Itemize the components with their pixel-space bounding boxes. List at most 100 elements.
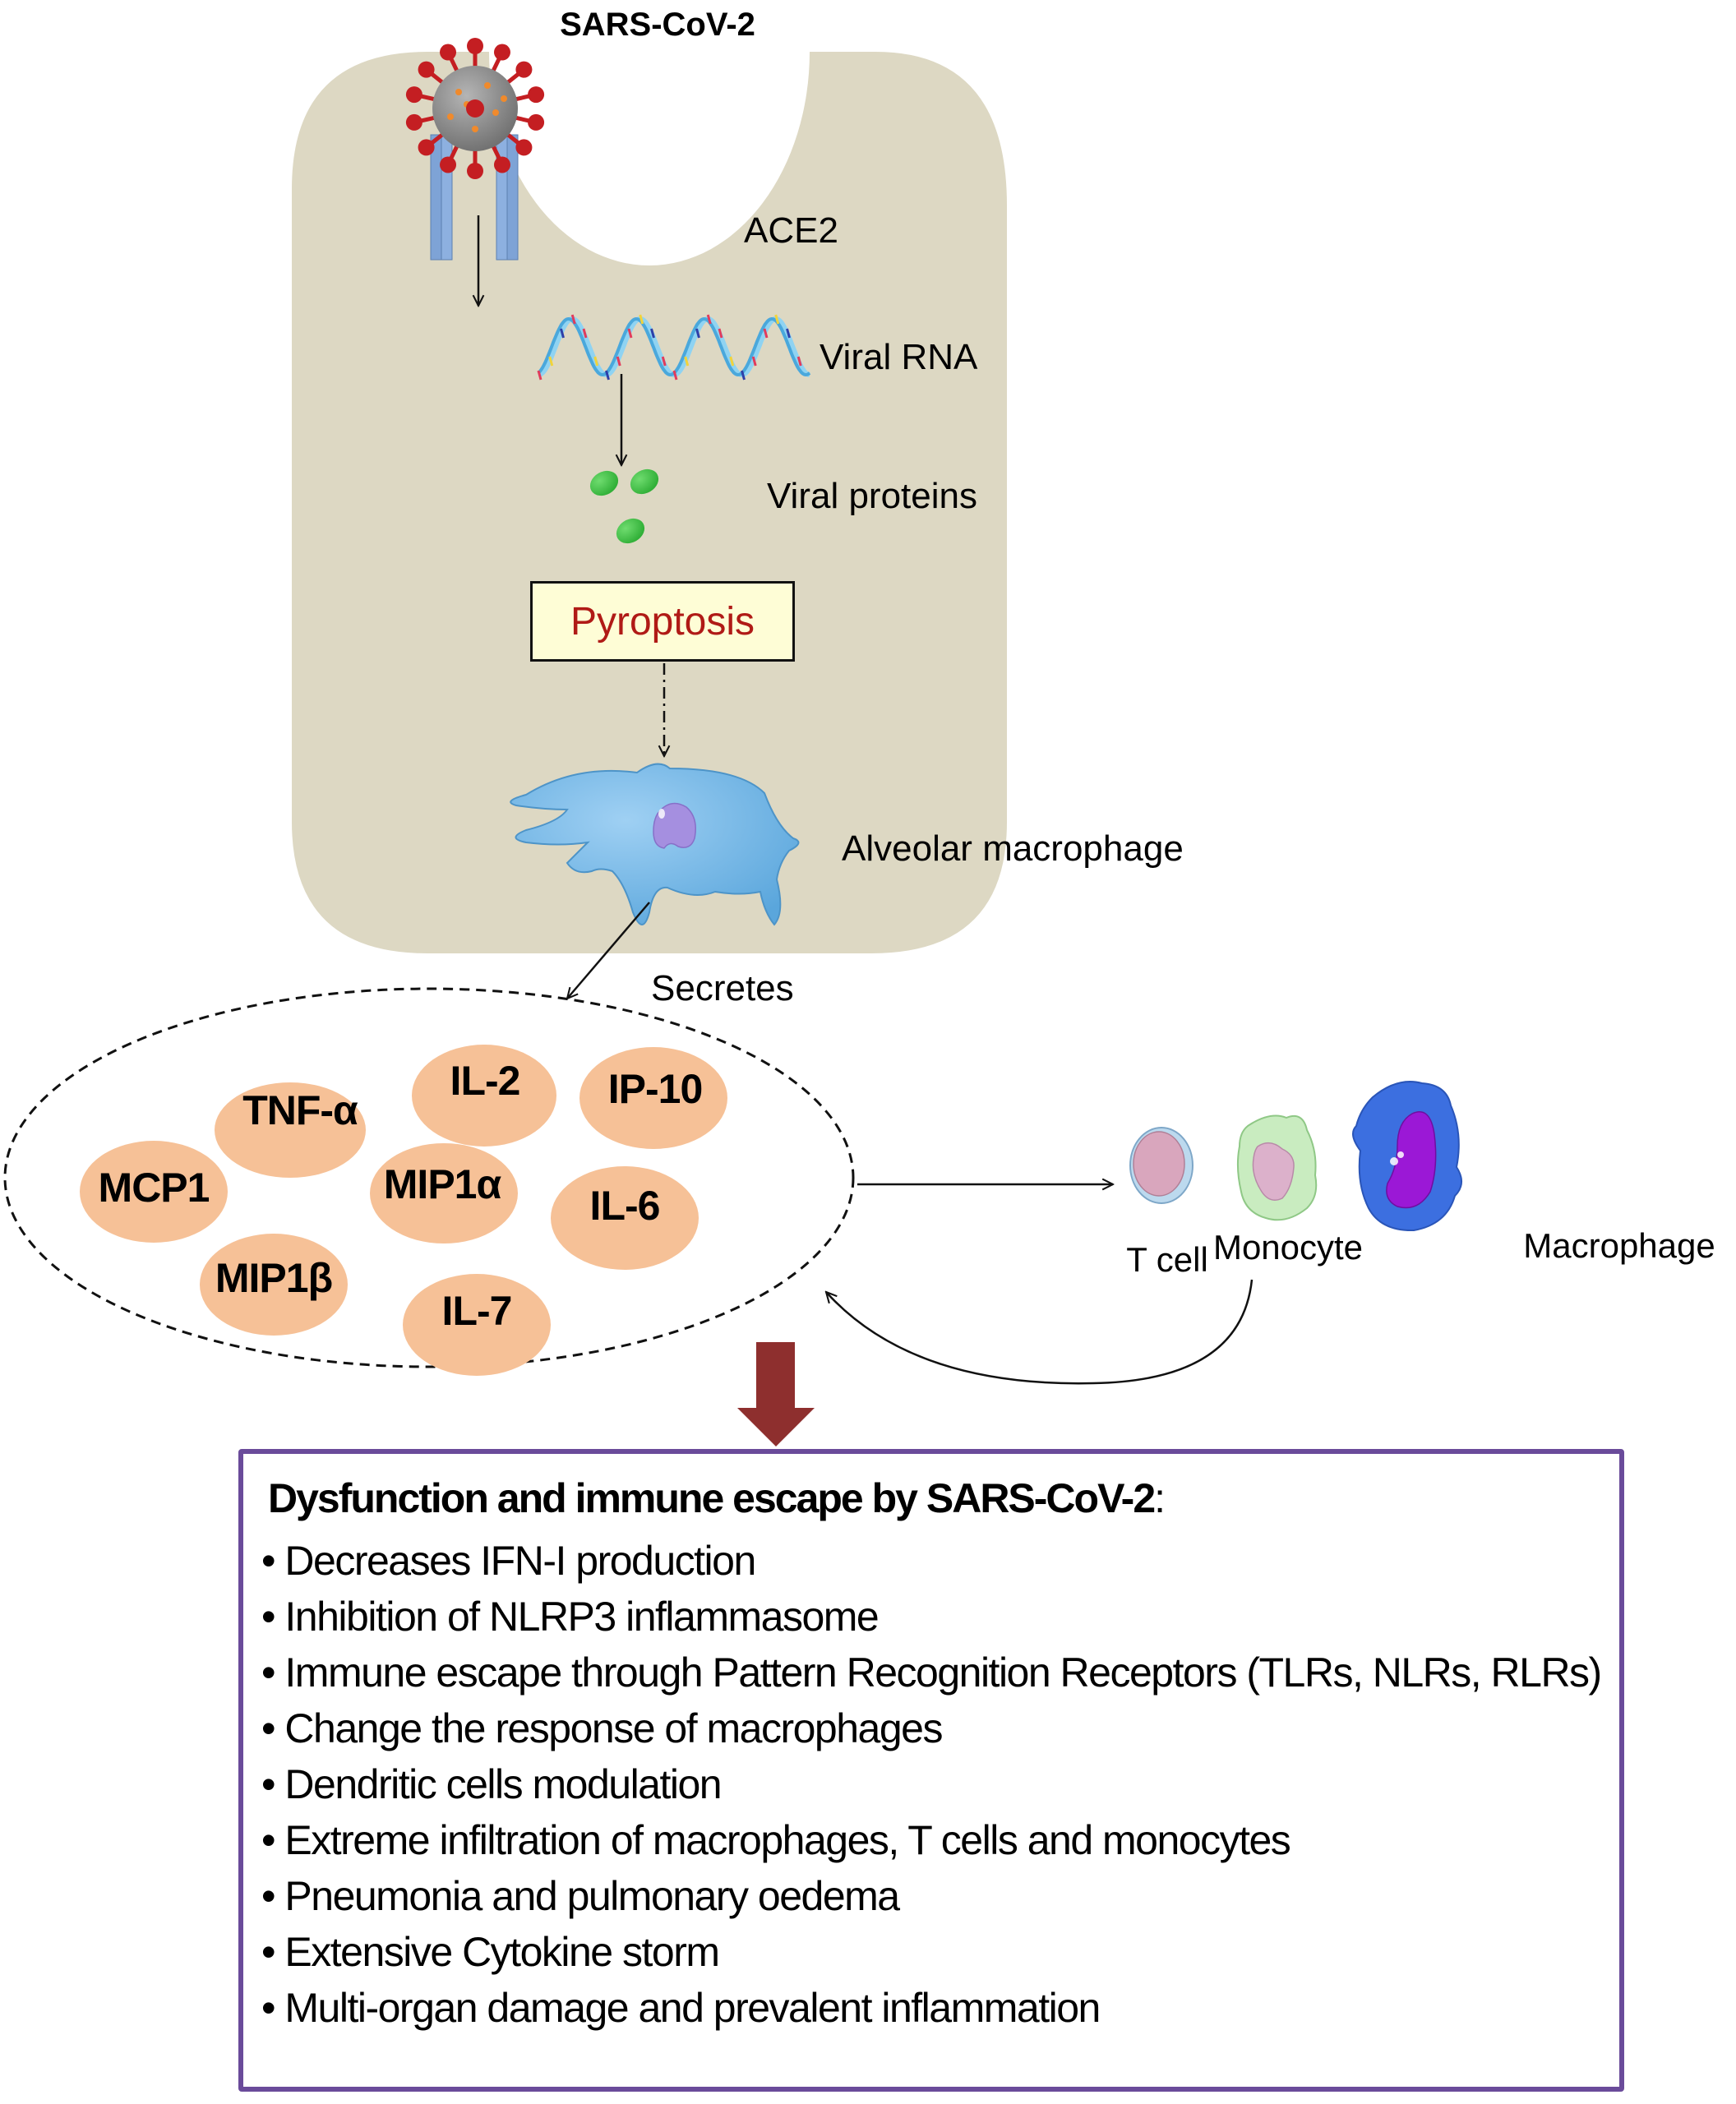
virus-spike-head <box>515 139 533 156</box>
summary-title-colon: : <box>1154 1475 1166 1521</box>
rna-base <box>763 328 769 339</box>
macrophage-label: Macrophage <box>1523 1226 1715 1265</box>
virus-spike-head <box>493 44 510 61</box>
summary-box: Dysfunction and immune escape by SARS-Co… <box>238 1449 1624 2092</box>
summary-item: Decreases IFN-I production <box>261 1533 1609 1589</box>
rna-base <box>684 356 690 367</box>
cytokine-label-tnf: TNF-α <box>242 1087 358 1133</box>
pyroptosis-box: Pyroptosis <box>530 581 795 662</box>
cytokine-label-mcp1: MCP1 <box>98 1165 210 1211</box>
rna-base <box>605 370 610 381</box>
ace2-receptor-right <box>496 134 519 261</box>
t-cell-icon <box>1129 1127 1194 1204</box>
viral-proteins-icon <box>589 468 659 544</box>
summary-item: Inhibition of NLRP3 inflammasome <box>261 1589 1609 1645</box>
rna-base <box>718 328 723 339</box>
ace2-label: ACE2 <box>744 210 838 251</box>
cytokine-circle-mip1b <box>200 1234 348 1336</box>
virus-spike-head <box>466 99 484 118</box>
virus-spike-head <box>528 113 545 131</box>
summary-title: Dysfunction and immune escape by SARS-Co… <box>268 1474 1166 1522</box>
rna-base <box>639 314 644 325</box>
cytokine-label-il2: IL-2 <box>450 1058 521 1104</box>
t-cell-label: T cell <box>1126 1240 1208 1279</box>
virus-dot <box>484 82 491 89</box>
rna-base <box>570 314 576 325</box>
macrophage-icon <box>1352 1081 1462 1232</box>
virus-spike-head <box>405 86 422 104</box>
cytokine-label-il7: IL-7 <box>441 1288 513 1334</box>
viral-rna-label: Viral RNA <box>820 337 978 377</box>
summary-item: Multi-organ damage and prevalent inflamm… <box>261 1980 1609 2036</box>
rna-base <box>741 370 746 381</box>
summary-list: Decreases IFN-I production Inhibition of… <box>261 1533 1609 2036</box>
rna-base <box>661 356 667 367</box>
rna-base <box>582 328 588 339</box>
rna-base <box>537 370 542 381</box>
rna-base <box>751 356 757 367</box>
rna-base <box>695 328 700 339</box>
alveolar-macrophage-icon <box>510 763 800 926</box>
cytokine-circle-il6 <box>551 1166 699 1270</box>
virus-dot <box>447 113 454 120</box>
rna-base <box>593 356 599 367</box>
cytokine-label-ip10: IP-10 <box>607 1066 704 1112</box>
virus-title: SARS-CoV-2 <box>560 7 755 43</box>
virus-spike-head <box>528 86 545 104</box>
summary-item: Dendritic cells modulation <box>261 1756 1609 1812</box>
cytokine-circle-mcp1 <box>80 1141 228 1243</box>
summary-item: Change the response of macrophages <box>261 1700 1609 1756</box>
virus-spike-head <box>405 113 422 131</box>
virus-spike-head <box>467 38 483 54</box>
cytokine-circle-tnf <box>215 1082 366 1178</box>
rna-base <box>729 356 735 367</box>
virus-dot <box>501 95 507 102</box>
monocyte-label: Monocyte <box>1212 1228 1364 1267</box>
rna-base <box>616 356 621 367</box>
virus-spike-head <box>418 61 435 78</box>
summary-item: Extensive Cytokine storm <box>261 1924 1609 1980</box>
outcome-arrow-icon <box>737 1342 815 1446</box>
viral-rna-icon <box>537 314 811 381</box>
virus-spike-head <box>440 156 457 173</box>
rna-base <box>548 356 554 367</box>
virus-spike-head <box>467 163 483 179</box>
virus-dot <box>492 109 499 116</box>
rna-base <box>796 356 802 367</box>
summary-item: Immune escape through Pattern Recognitio… <box>261 1645 1609 1700</box>
cytokine-pool-outline <box>3 987 855 1368</box>
cytokine-circle-mip1a <box>370 1143 518 1243</box>
alveolar-macrophage-label: Alveolar macrophage <box>842 828 1184 869</box>
rna-base <box>627 328 633 339</box>
cytokine-label-mip1b: MIP1β <box>215 1255 333 1301</box>
virus-spike-head <box>493 156 510 173</box>
summary-item: Extreme infiltration of macrophages, T c… <box>261 1812 1609 1868</box>
cytokine-circle-ip10 <box>579 1047 727 1149</box>
monocyte-icon <box>1236 1114 1318 1221</box>
cytokine-label-il6: IL-6 <box>589 1183 661 1229</box>
ace2-receptor-left <box>430 134 453 261</box>
cytokine-circle-il7 <box>403 1274 551 1376</box>
arrow-secretes <box>567 902 650 999</box>
arrow-feedback-to-cytokines <box>826 1279 1254 1385</box>
rna-base <box>560 328 565 339</box>
virus-spike-head <box>515 61 533 78</box>
summary-item: Pneumonia and pulmonary oedema <box>261 1868 1609 1924</box>
viral-proteins-label: Viral proteins <box>767 476 977 516</box>
rna-base <box>706 314 712 325</box>
rna-base <box>650 328 655 339</box>
rna-base <box>786 328 791 339</box>
virus-dot <box>455 89 462 95</box>
summary-title-text: Dysfunction and immune escape by SARS-Co… <box>268 1475 1156 1521</box>
cytokine-circle-il2 <box>412 1045 556 1147</box>
cytokine-label-mip1a: MIP1α <box>383 1161 501 1207</box>
virus-dot <box>472 126 478 132</box>
pyroptosis-label: Pyroptosis <box>570 599 755 644</box>
virus-spike-head <box>418 139 435 156</box>
rna-base <box>774 314 780 325</box>
rna-base <box>672 370 678 381</box>
sars-cov-2-virus-icon <box>405 38 545 179</box>
host-cell-body <box>292 52 1007 953</box>
